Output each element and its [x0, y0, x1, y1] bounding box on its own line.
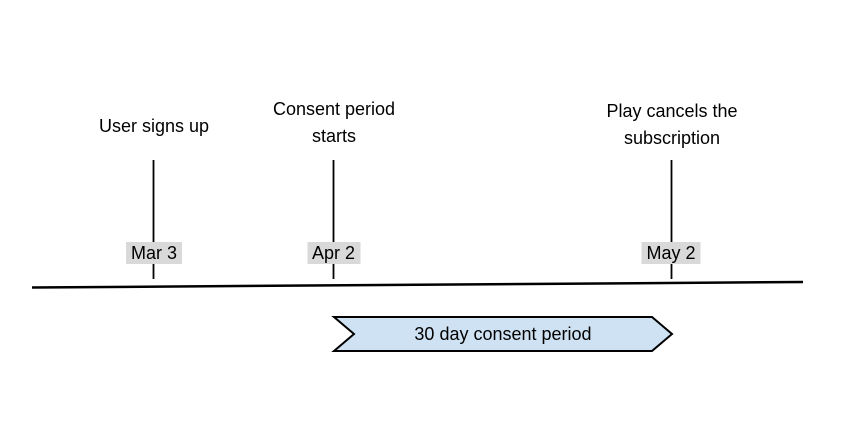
- event-label-consent-period-starts: Consent period starts: [272, 99, 396, 146]
- timeline-axis: [31, 280, 804, 289]
- consent-period-label: 30 day consent period: [414, 323, 592, 344]
- event-label-play-cancels-subscription: Play cancels the subscription: [606, 101, 738, 148]
- date-label-apr2: Apr 2: [306, 242, 361, 264]
- event-label-user-signs-up: User signs up: [98, 116, 210, 136]
- consent-period-arrow: [331, 316, 674, 352]
- date-label-mar3: Mar 3: [125, 242, 183, 264]
- date-label-may2: May 2: [641, 242, 701, 264]
